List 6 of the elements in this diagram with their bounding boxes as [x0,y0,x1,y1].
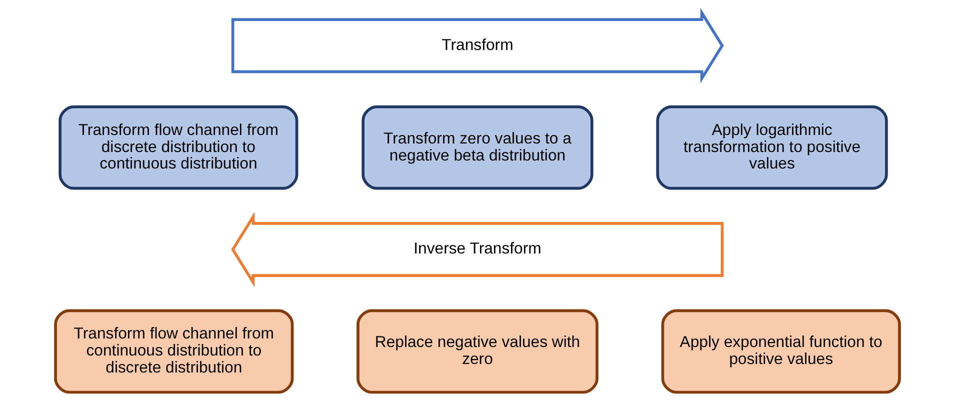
node-box: Transform flow channel from continuous distribution to discrete distribution [54,309,294,394]
node-box: Transform flow channel from discrete distribution to continuous distribution [58,105,298,190]
node-box: Transform zero values to a negative beta distribution [362,105,594,190]
node-box: Replace negative values with zero [356,309,598,394]
node-box: Apply exponential function to positive values [661,309,901,394]
node-box: Apply logarithmic transformation to positive values [656,105,888,190]
